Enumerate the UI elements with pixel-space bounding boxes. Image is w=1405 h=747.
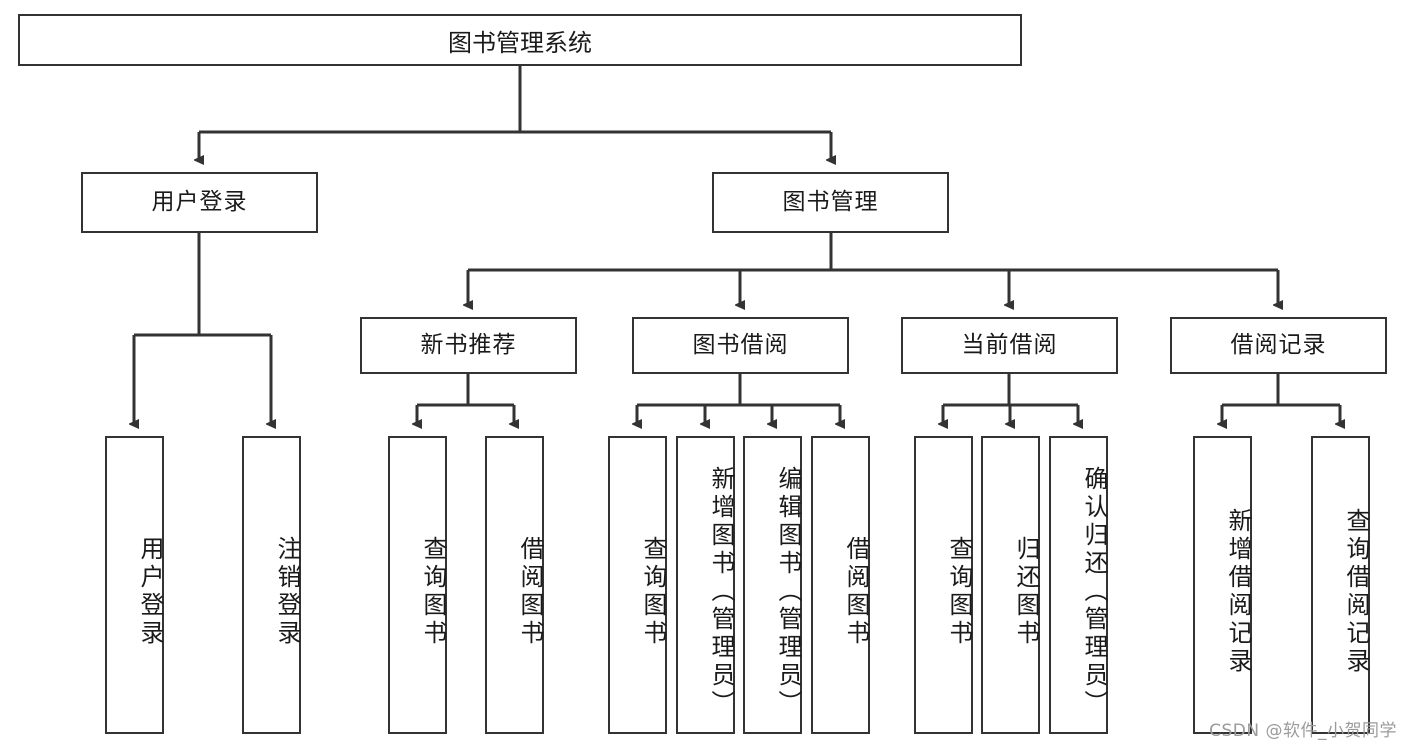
node-label: 注销登录	[273, 536, 301, 648]
node-label: 归还图书	[1012, 536, 1040, 648]
node-label: 图书管理系统	[448, 28, 592, 57]
leaf-user-login-login[interactable]: 用户登录	[105, 436, 164, 734]
node-label: 图书借阅	[692, 331, 789, 358]
node-label: 用户登录	[151, 188, 248, 215]
node-label: 确认归还（管理员）	[1080, 466, 1108, 718]
node-label: 借阅记录	[1230, 331, 1327, 358]
node-label: 图书管理	[782, 188, 879, 215]
leaf-borrow-record-query[interactable]: 查询借阅记录	[1311, 436, 1370, 734]
csdn-watermark: CSDN @软件_小贺同学	[1209, 721, 1397, 741]
node-new-book-recommend[interactable]: 新书推荐	[360, 317, 577, 374]
node-label: 新书推荐	[420, 331, 517, 358]
leaf-new-book-borrow[interactable]: 借阅图书	[485, 436, 544, 734]
node-label: 当前借阅	[961, 331, 1058, 358]
leaf-user-login-logout[interactable]: 注销登录	[242, 436, 301, 734]
node-label: 查询图书	[639, 536, 667, 648]
node-label: 查询图书	[419, 536, 447, 648]
leaf-book-borrow-add-admin[interactable]: 新增图书（管理员）	[676, 436, 735, 734]
node-label: 编辑图书（管理员）	[774, 466, 802, 718]
node-label: 新增图书（管理员）	[707, 466, 735, 718]
leaf-book-borrow-edit-admin[interactable]: 编辑图书（管理员）	[743, 436, 802, 734]
node-root-book-management-system[interactable]: 图书管理系统	[18, 14, 1022, 66]
node-borrow-record[interactable]: 借阅记录	[1170, 317, 1387, 374]
node-label: 查询借阅记录	[1342, 508, 1370, 676]
leaf-current-borrow-return[interactable]: 归还图书	[981, 436, 1040, 734]
leaf-book-borrow-query[interactable]: 查询图书	[608, 436, 667, 734]
node-user-login[interactable]: 用户登录	[81, 172, 318, 233]
node-label: 用户登录	[136, 536, 164, 648]
node-book-management[interactable]: 图书管理	[712, 172, 949, 233]
node-label: 查询图书	[945, 536, 973, 648]
leaf-book-borrow-borrow[interactable]: 借阅图书	[811, 436, 870, 734]
leaf-borrow-record-add[interactable]: 新增借阅记录	[1193, 436, 1252, 734]
node-label: 新增借阅记录	[1224, 508, 1252, 676]
node-label: 借阅图书	[842, 536, 870, 648]
leaf-current-borrow-query[interactable]: 查询图书	[914, 436, 973, 734]
node-current-borrow[interactable]: 当前借阅	[901, 317, 1118, 374]
node-label: 借阅图书	[516, 536, 544, 648]
node-book-borrow[interactable]: 图书借阅	[632, 317, 849, 374]
leaf-current-borrow-confirm-admin[interactable]: 确认归还（管理员）	[1049, 436, 1108, 734]
leaf-new-book-query[interactable]: 查询图书	[388, 436, 447, 734]
